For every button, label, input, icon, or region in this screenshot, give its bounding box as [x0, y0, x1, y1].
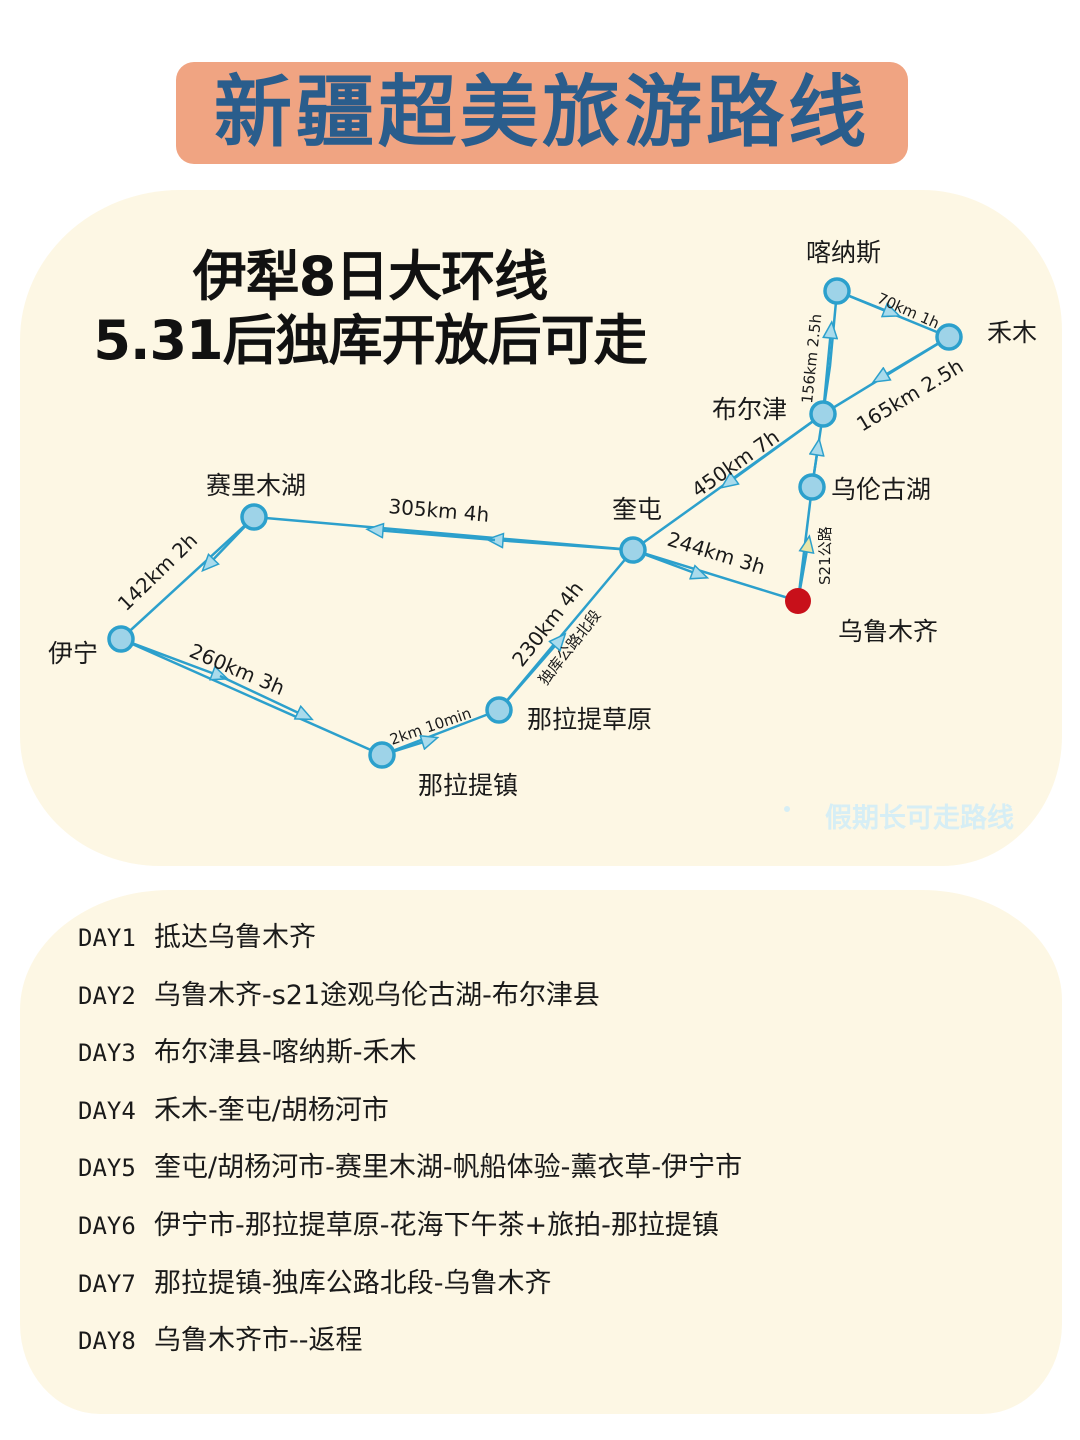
- label-nalati-town: 那拉提镇: [418, 771, 518, 800]
- headline-line-1: 伊犁8日大环线: [192, 245, 549, 308]
- label-kanas: 喀纳斯: [806, 238, 881, 267]
- node-urumqi-start: [785, 588, 811, 614]
- label-kuitun: 奎屯: [612, 495, 662, 524]
- label-edge-hemu-burqin: 165km 2.5h: [852, 354, 967, 436]
- route-headline: 伊犁8日大环线 5.31后独库开放后可走: [60, 245, 680, 373]
- title-banner: 新疆超美旅游路线: [176, 62, 908, 164]
- label-edge-sayram-yining: 142km 2h: [113, 528, 202, 615]
- label-edge-kuitun-urumqi: 244km 3h: [665, 527, 769, 579]
- node-yining: [107, 625, 135, 653]
- node-nalati-grassland: [485, 696, 513, 724]
- label-hemu: 禾木: [987, 318, 1037, 347]
- edge-sayram-yining: [120, 516, 255, 640]
- watermark-text: 假期长可走路线: [825, 803, 1014, 834]
- edge-nalati-town-grassland: [381, 708, 500, 757]
- label-yining: 伊宁: [48, 639, 98, 668]
- page-title: 新疆超美旅游路线: [213, 68, 870, 158]
- label-edge-nalati-town-grassland: 2km 10min: [387, 704, 473, 749]
- edge-yining-nalati-town: [120, 637, 383, 757]
- route-map: 喀纳斯 禾木 布尔津 乌伦古湖 奎屯 乌鲁木齐 赛里木湖 伊宁 那拉提草原 那拉…: [48, 238, 1037, 800]
- label-edge-kuitun-sayram: 305km 4h: [388, 494, 491, 527]
- label-nalati-grassland: 那拉提草原: [527, 705, 652, 734]
- label-urumqi: 乌鲁木齐: [838, 617, 938, 646]
- label-wulungu: 乌伦古湖: [831, 475, 931, 504]
- watermark-dot: [784, 806, 790, 812]
- node-hemu: [935, 323, 963, 351]
- headline-line-2: 5.31后独库开放后可走: [93, 309, 647, 372]
- label-edge-burqin-kanas: 156km 2.5h: [798, 313, 825, 404]
- edge-kuitun-urumqi: [632, 548, 799, 603]
- node-burqin: [809, 400, 837, 428]
- label-sayram: 赛里木湖: [206, 471, 306, 500]
- node-sayram: [240, 503, 268, 531]
- node-nalati-town: [368, 741, 396, 769]
- node-wulungu: [798, 473, 826, 501]
- label-edge-burqin-kuitun: 450km 7h: [687, 425, 784, 503]
- itinerary-card: [20, 890, 1062, 1414]
- label-edge-urumqi-wulungu: S21公路: [816, 526, 834, 585]
- node-kuitun: [619, 536, 647, 564]
- node-kanas: [823, 277, 851, 305]
- label-burqin: 布尔津: [712, 395, 787, 424]
